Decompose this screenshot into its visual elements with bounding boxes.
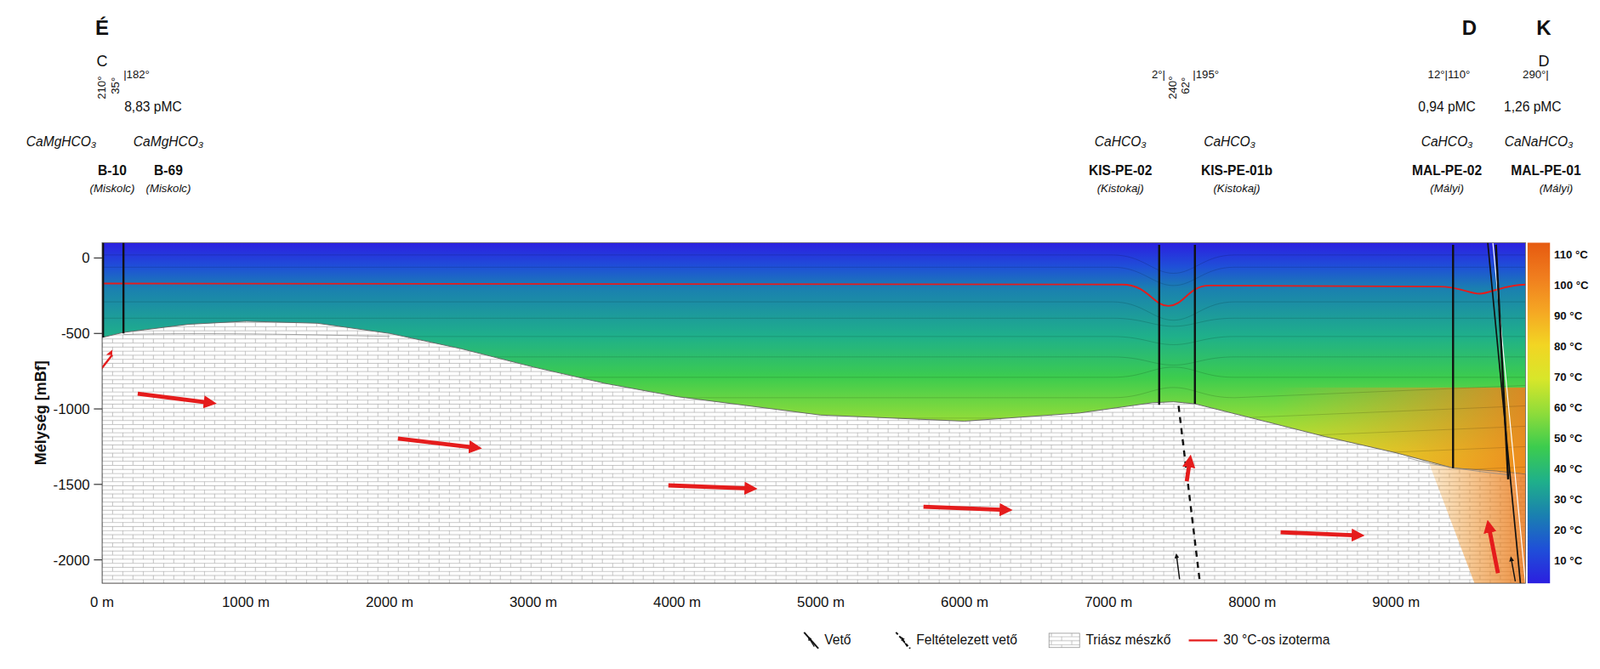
water-type: CaHCO₃ [1094, 135, 1147, 151]
isotherm-contour [102, 255, 1526, 274]
depth-tick: -1500 [53, 476, 91, 493]
well-angle: 12°|110° [1428, 68, 1471, 81]
direction-letter: D [1462, 17, 1477, 41]
section-end: C [96, 52, 108, 71]
axis-title: Mélység [mBf] [32, 360, 51, 466]
direction-letter: K [1536, 17, 1551, 41]
depth-tick: -1000 [53, 400, 91, 417]
water-type: CaHCO₃ [1421, 135, 1474, 151]
distance-tick: 4000 m [653, 593, 701, 610]
water-type: CaHCO₃ [1203, 135, 1256, 151]
legend-text: 30 °C-os izoterma [1223, 632, 1330, 649]
colorbar-label: 90 °C [1554, 309, 1583, 323]
radiocarbon-value: 8,83 pMC [124, 100, 183, 116]
well-angle: 290°| [1522, 68, 1549, 81]
well-location: (Miskolc) [90, 182, 136, 195]
legend-text: Vető [824, 632, 851, 649]
colorbar-label: 110 °C [1554, 248, 1589, 262]
colorbar-label: 80 °C [1554, 340, 1583, 354]
legend-text: Feltételezett vető [916, 632, 1018, 649]
well-angle: |182° [123, 68, 150, 81]
well-angle: 210° [95, 76, 109, 100]
distance-tick: 8000 m [1228, 593, 1276, 610]
distance-tick: 6000 m [940, 593, 989, 610]
distance-tick: 5000 m [797, 593, 845, 610]
depth-tick: -500 [61, 325, 91, 342]
distance-tick: 7000 m [1084, 593, 1133, 610]
well-angle: 62° [1178, 77, 1192, 95]
distance-tick: 9000 m [1372, 593, 1420, 610]
well-name: B-10 [97, 164, 127, 180]
well-name: MAL-PE-01 [1510, 164, 1581, 180]
well-location: (Kistokaj) [1097, 182, 1145, 195]
water-type: CaMgHCO₃ [26, 135, 97, 151]
colorbar-label: 70 °C [1554, 370, 1583, 384]
colorbar-label: 30 °C [1554, 493, 1583, 507]
well-name: KIS-PE-02 [1088, 164, 1153, 180]
well-location: (Kistokaj) [1212, 182, 1260, 195]
well-angle: 35° [108, 77, 122, 95]
direction-letter: É [95, 17, 109, 41]
well-location: (Mályi) [1539, 182, 1574, 195]
well-location: (Miskolc) [146, 182, 192, 195]
water-type: CaNaHCO₃ [1504, 135, 1574, 151]
depth-tick: 0 [81, 250, 90, 267]
distance-tick: 2000 m [365, 593, 414, 610]
well-name: MAL-PE-02 [1412, 164, 1482, 180]
distance-tick: 1000 m [222, 593, 270, 610]
colorbar-label: 60 °C [1554, 401, 1583, 415]
section-end: D [1538, 52, 1550, 71]
well-angle: 240° [1166, 76, 1179, 100]
radiocarbon-value: 1,26 pMC [1503, 100, 1562, 116]
colorbar-label: 10 °C [1554, 554, 1583, 568]
radiocarbon-value: 0,94 pMC [1417, 100, 1476, 116]
depth-tick: -2000 [53, 552, 91, 569]
colorbar-label: 40 °C [1554, 462, 1583, 476]
distance-tick: 0 m [90, 593, 114, 610]
well-name: B-69 [153, 164, 183, 180]
colorbar-label: 100 °C [1554, 279, 1589, 292]
isotherm-contour [102, 301, 1526, 321]
well-angle: 2°| [1151, 68, 1166, 81]
legend-text: Triász mészkő [1085, 632, 1171, 649]
water-type: CaMgHCO₃ [133, 135, 204, 151]
colorbar-label: 20 °C [1554, 523, 1583, 537]
well-angle: |195° [1192, 68, 1219, 81]
well-name: KIS-PE-01b [1201, 164, 1273, 180]
isotherm-contour [102, 267, 1526, 286]
distance-tick: 3000 m [509, 593, 558, 610]
well-location: (Mályi) [1429, 182, 1464, 195]
colorbar-label: 50 °C [1554, 432, 1583, 445]
